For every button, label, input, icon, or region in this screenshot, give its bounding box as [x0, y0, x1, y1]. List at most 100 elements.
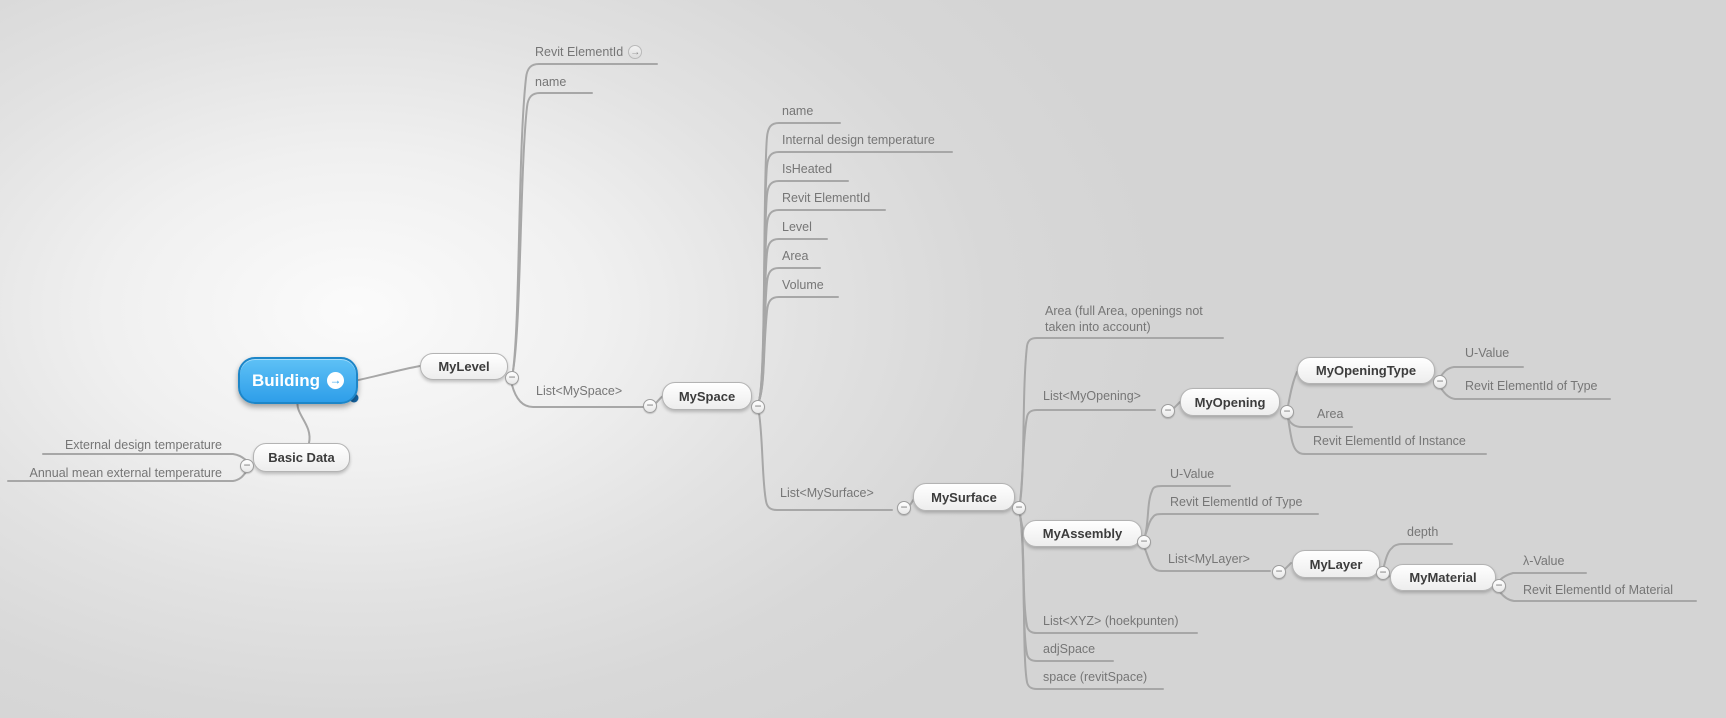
leaf-level[interactable]: Level [782, 220, 812, 234]
leaf-assembly-u-value[interactable]: U-Value [1170, 467, 1214, 481]
leaf-list-mylayer[interactable]: List<MyLayer> [1168, 552, 1250, 566]
node-myspace[interactable]: MySpace [662, 382, 752, 410]
collapse-button-mymaterial[interactable]: − [1492, 579, 1506, 593]
leaf-openingtype-u-value[interactable]: U-Value [1465, 346, 1509, 360]
branch-line [512, 92, 593, 372]
leaf-label: U-Value [1170, 467, 1215, 481]
leaf-label: space (revitSpace) [1043, 670, 1148, 684]
leaf-label: List<MySurface> [780, 486, 874, 500]
leaf-depth[interactable]: depth [1407, 525, 1438, 539]
collapse-button-myspace[interactable]: − [751, 400, 765, 414]
node-myassembly[interactable]: MyAssembly [1023, 520, 1142, 547]
leaf-label: name [535, 75, 567, 89]
leaf-external-design-temperature[interactable]: External design temperature [65, 438, 222, 452]
collapse-button-myopening[interactable]: − [1280, 405, 1294, 419]
leaf-name[interactable]: name [535, 75, 566, 89]
leaf-opening-area[interactable]: Area [1317, 407, 1343, 421]
leaf-area-full[interactable]: Area (full Area, openings not taken into… [1045, 303, 1231, 335]
node-label: Building [252, 370, 320, 390]
leaf-label: Revit ElementId of Material [1523, 583, 1674, 597]
leaf-label: name [782, 104, 814, 118]
node-label: MyLayer [1309, 556, 1363, 572]
leaf-label: λ-Value [1523, 554, 1565, 568]
node-building[interactable]: Building → [238, 357, 358, 404]
branch-line [1287, 371, 1298, 407]
branch-line [758, 151, 953, 402]
node-myopening[interactable]: MyOpening [1180, 388, 1280, 416]
leaf-adjspace[interactable]: adjSpace [1043, 642, 1095, 656]
leaf-revit-elementid-of-instance[interactable]: Revit ElementId of Instance [1313, 434, 1466, 448]
collapse-button-myopeningtype[interactable]: − [1433, 375, 1447, 389]
node-basic-data[interactable]: Basic Data [253, 443, 350, 472]
node-label: MyMaterial [1409, 570, 1477, 585]
leaf-space-name[interactable]: name [782, 104, 813, 118]
node-mylayer[interactable]: MyLayer [1292, 550, 1380, 578]
leaf-label: External design temperature [64, 438, 222, 452]
node-label: MyAssembly [1042, 526, 1123, 541]
node-mymaterial[interactable]: MyMaterial [1390, 564, 1496, 591]
leaf-isheated[interactable]: IsHeated [782, 162, 832, 176]
node-mylevel[interactable]: MyLevel [420, 353, 508, 380]
leaf-label: Revit ElementId of Type [1170, 495, 1303, 509]
leaf-revit-elementid-of-material[interactable]: Revit ElementId of Material [1523, 583, 1673, 597]
leaf-revit-elementid[interactable]: Revit ElementId → [535, 45, 643, 59]
branch-line [758, 209, 886, 402]
leaf-label: Area [1317, 407, 1344, 421]
leaf-internal-design-temperature[interactable]: Internal design temperature [782, 133, 935, 147]
leaf-label: Revit ElementId of Type [1465, 379, 1598, 393]
leaf-label: List<MySpace> [536, 384, 623, 398]
leaf-label: Area [782, 249, 809, 263]
leaf-space-area[interactable]: Area [782, 249, 808, 263]
leaf-label: Revit ElementId [535, 45, 624, 59]
leaf-list-xyz-hoekpunten[interactable]: List<XYZ> (hoekpunten) [1043, 614, 1179, 628]
arrow-right-circle-icon[interactable]: → [628, 45, 643, 59]
leaf-lambda-value[interactable]: λ-Value [1523, 554, 1564, 568]
node-label: MyLevel [438, 359, 490, 374]
branch-line [1383, 543, 1453, 567]
leaf-space-revit-elementid[interactable]: Revit ElementId [782, 191, 870, 205]
branch-line [758, 296, 839, 402]
leaf-label: Revit ElementId [782, 191, 871, 205]
leaf-list-myspace[interactable]: List<MySpace> [536, 384, 622, 398]
branch-line [353, 365, 421, 382]
branch-line [1144, 513, 1319, 537]
leaf-label: Area (full Area, openings not taken into… [1045, 304, 1203, 334]
branch-line [1499, 572, 1587, 581]
leaf-label: Annual mean external temperature [29, 466, 222, 480]
node-mysurface[interactable]: MySurface [913, 483, 1015, 511]
branch-line [1019, 409, 1156, 503]
leaf-label: List<MyOpening> [1043, 389, 1141, 403]
node-label: MyOpening [1194, 394, 1266, 410]
branch-line [1284, 562, 1292, 570]
node-myopeningtype[interactable]: MyOpeningType [1297, 357, 1435, 384]
leaf-label: List<MyLayer> [1168, 552, 1250, 566]
collapse-button-list-myspace[interactable]: − [643, 399, 657, 413]
leaf-list-mysurface[interactable]: List<MySurface> [780, 486, 874, 500]
leaf-volume[interactable]: Volume [782, 278, 824, 292]
branch-line [1440, 366, 1524, 377]
collapse-button-basic-data[interactable]: − [240, 459, 254, 473]
arrow-right-circle-icon[interactable]: → [326, 372, 344, 389]
leaf-assembly-revit-elementid-of-type[interactable]: Revit ElementId of Type [1170, 495, 1302, 509]
leaf-label: U-Value [1465, 346, 1510, 360]
leaf-label: Revit ElementId of Instance [1313, 434, 1466, 448]
collapse-button-list-mysurface[interactable]: − [897, 501, 911, 515]
leaf-openingtype-revit-elementid-of-type[interactable]: Revit ElementId of Type [1465, 379, 1597, 393]
leaf-annual-mean-external-temperature[interactable]: Annual mean external temperature [30, 466, 222, 480]
collapse-button-mylevel[interactable]: − [505, 371, 519, 385]
leaf-list-myopening[interactable]: List<MyOpening> [1043, 389, 1141, 403]
leaf-label: Level [782, 220, 812, 234]
branch-line [42, 453, 247, 461]
node-label: MySurface [931, 489, 997, 505]
collapse-button-mylayer[interactable]: − [1376, 566, 1390, 580]
branch-line [758, 238, 828, 402]
leaf-label: List<XYZ> (hoekpunten) [1043, 614, 1179, 628]
collapse-button-mysurface[interactable]: − [1012, 501, 1026, 515]
node-label: Basic Data [268, 450, 335, 465]
leaf-label: IsHeated [782, 162, 833, 176]
leaf-space-revitspace[interactable]: space (revitSpace) [1043, 670, 1147, 684]
collapse-button-list-mylayer[interactable]: − [1272, 565, 1286, 579]
collapse-button-myassembly[interactable]: − [1137, 535, 1151, 549]
node-label: MySpace [678, 388, 736, 404]
collapse-button-list-myopening[interactable]: − [1161, 404, 1175, 418]
